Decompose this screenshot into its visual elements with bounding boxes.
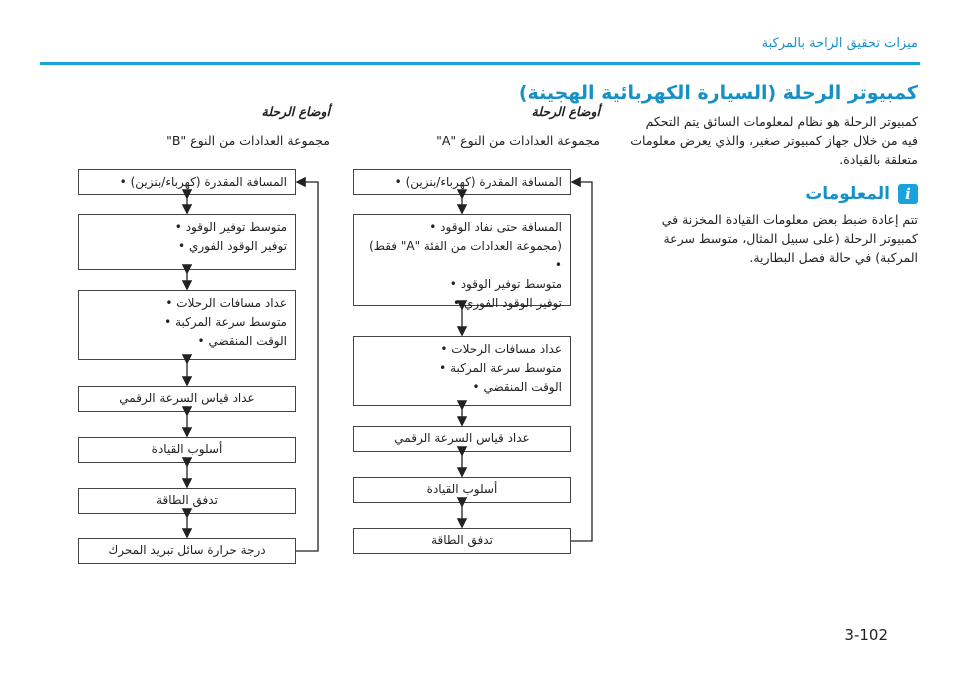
- intro-text: كمبيوتر الرحلة هو نظام لمعلومات السائق ي…: [630, 114, 918, 167]
- mode-a-box-6: تدفق الطاقة: [353, 528, 571, 554]
- mode-b-box-1: المسافة المقدرة (كهرباء/بنزين): [78, 169, 296, 195]
- return-arrow: [570, 176, 593, 542]
- mode-a-box-1: المسافة المقدرة (كهرباء/بنزين): [353, 169, 571, 195]
- mode-b-box-3: عداد مسافات الرحلاتمتوسط سرعة المركبةالو…: [78, 290, 296, 360]
- box-item: توفير الوقود الفوري: [362, 294, 562, 313]
- box-item: متوسط توفير الوقود: [362, 275, 562, 294]
- page-number: 3-102: [844, 626, 888, 644]
- mode-b-box-5: أسلوب القيادة: [78, 437, 296, 463]
- box-item: متوسط سرعة المركبة: [87, 313, 287, 332]
- box-item: الوقت المنقضي: [87, 332, 287, 351]
- box-item: (مجموعة العدادات من الفئة "A" فقط): [362, 237, 562, 275]
- chapter-title: ميزات تحقيق الراحة بالمركبة: [761, 36, 918, 51]
- box-item: المسافة المقدرة (كهرباء/بنزين): [362, 173, 562, 192]
- mode-b-box-6: تدفق الطاقة: [78, 488, 296, 514]
- mode-a-box-3: عداد مسافات الرحلاتمتوسط سرعة المركبةالو…: [353, 336, 571, 406]
- mode-b-box-7: درجة حرارة سائل تبريد المحرك: [78, 538, 296, 564]
- mode-a-group-label: مجموعة العدادات من النوع "A": [436, 133, 600, 148]
- box-item: عداد مسافات الرحلات: [362, 340, 562, 359]
- info-body: تتم إعادة ضبط بعض معلومات القيادة المخزن…: [661, 212, 918, 265]
- info-title: المعلومات: [805, 184, 890, 204]
- mode-a-box-5: أسلوب القيادة: [353, 477, 571, 503]
- mode-b-group-label: مجموعة العدادات من النوع "B": [166, 133, 330, 148]
- mode-b-box-4: عداد قياس السرعة الرقمي: [78, 386, 296, 412]
- box-item: توفير الوقود الفوري: [87, 237, 287, 256]
- mode-a-box-4: عداد قياس السرعة الرقمي: [353, 426, 571, 452]
- mode-a-box-2: المسافة حتى نفاد الوقود(مجموعة العدادات …: [353, 214, 571, 310]
- box-item: المسافة حتى نفاد الوقود: [362, 218, 562, 237]
- info-heading: i المعلومات: [805, 184, 918, 204]
- section-title: كمبيوتر الرحلة (السيارة الكهربائية الهجي…: [518, 82, 918, 104]
- info-icon: i: [898, 184, 918, 204]
- box-item: متوسط سرعة المركبة: [362, 359, 562, 378]
- mode-a-heading: أوضاع الرحلة: [531, 104, 601, 119]
- mode-b-heading: أوضاع الرحلة: [261, 104, 331, 119]
- return-arrow: [295, 176, 319, 552]
- box-item: متوسط توفير الوقود: [87, 218, 287, 237]
- header-rule: [40, 62, 920, 65]
- box-item: الوقت المنقضي: [362, 378, 562, 397]
- box-item: عداد مسافات الرحلات: [87, 294, 287, 313]
- mode-b-box-2: متوسط توفير الوقودتوفير الوقود الفوري: [78, 214, 296, 270]
- box-item: المسافة المقدرة (كهرباء/بنزين): [87, 173, 287, 192]
